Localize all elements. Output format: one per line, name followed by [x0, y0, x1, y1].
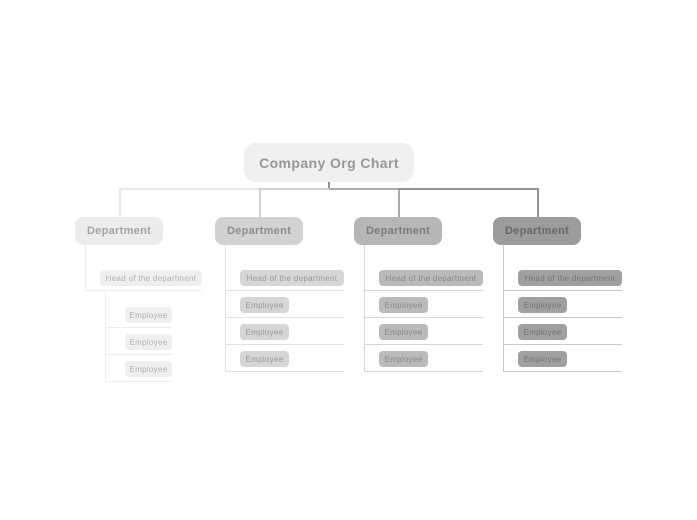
employee-label: Employee [523, 354, 562, 364]
employee-label: Employee [129, 337, 168, 347]
department-label: Department [226, 225, 292, 237]
top-connector-segment [119, 188, 259, 190]
employee-node[interactable]: Employee [240, 351, 289, 367]
employee-node[interactable]: Employee [379, 324, 428, 340]
department-node[interactable]: Department [75, 217, 163, 245]
row-connector-line [105, 381, 172, 382]
head-node[interactable]: Head of the department [379, 270, 483, 286]
employee-label: Employee [245, 300, 284, 310]
department-node[interactable]: Department [215, 217, 303, 245]
top-connector-segment [259, 188, 329, 190]
employee-node[interactable]: Employee [125, 361, 172, 377]
branch-drop-line [537, 188, 539, 218]
employee-node[interactable]: Employee [518, 297, 567, 313]
department-label: Department [504, 225, 570, 237]
employee-node[interactable]: Employee [125, 334, 172, 350]
root-node[interactable]: Company Org Chart [244, 143, 414, 182]
row-connector-line [503, 317, 622, 318]
branch-vertical-line [105, 290, 106, 381]
branch-vertical-line [85, 245, 86, 290]
row-connector-line [105, 327, 172, 328]
row-connector-line [364, 317, 483, 318]
row-connector-line [105, 354, 172, 355]
head-label: Head of the department [524, 273, 616, 283]
row-connector-line [85, 290, 202, 291]
root-stub-line [328, 182, 330, 189]
row-connector-line [503, 344, 622, 345]
row-connector-line [503, 290, 622, 291]
employee-label: Employee [384, 354, 423, 364]
row-connector-line [225, 344, 344, 345]
employee-label: Employee [129, 310, 168, 320]
employee-node[interactable]: Employee [379, 297, 428, 313]
department-label: Department [365, 225, 431, 237]
employee-label: Employee [245, 327, 284, 337]
employee-node[interactable]: Employee [240, 324, 289, 340]
head-node[interactable]: Head of the department [100, 270, 202, 286]
head-node[interactable]: Head of the department [518, 270, 622, 286]
head-label: Head of the department [246, 273, 338, 283]
employee-node[interactable]: Employee [518, 324, 567, 340]
employee-node[interactable]: Employee [240, 297, 289, 313]
row-connector-line [364, 371, 483, 372]
department-node[interactable]: Department [493, 217, 581, 245]
row-connector-line [225, 371, 344, 372]
department-label: Department [86, 225, 152, 237]
branch-vertical-line [364, 245, 365, 371]
employee-node[interactable]: Employee [379, 351, 428, 367]
employee-label: Employee [523, 327, 562, 337]
row-connector-line [503, 371, 622, 372]
branch-drop-line [398, 188, 400, 218]
employee-label: Employee [129, 364, 168, 374]
row-connector-line [364, 344, 483, 345]
employee-node[interactable]: Employee [125, 307, 172, 323]
head-label: Head of the department [105, 273, 197, 283]
row-connector-line [225, 317, 344, 318]
top-connector-segment [329, 188, 398, 190]
head-node[interactable]: Head of the department [240, 270, 344, 286]
branch-drop-line [259, 188, 261, 218]
employee-label: Employee [523, 300, 562, 310]
department-node[interactable]: Department [354, 217, 442, 245]
employee-label: Employee [384, 300, 423, 310]
branch-vertical-line [225, 245, 226, 371]
top-connector-segment [398, 188, 537, 190]
head-label: Head of the department [385, 273, 477, 283]
row-connector-line [225, 290, 344, 291]
row-connector-line [364, 290, 483, 291]
root-label: Company Org Chart [259, 154, 399, 171]
employee-label: Employee [245, 354, 284, 364]
branch-vertical-line [503, 245, 504, 371]
employee-label: Employee [384, 327, 423, 337]
employee-node[interactable]: Employee [518, 351, 567, 367]
branch-drop-line [119, 188, 121, 218]
